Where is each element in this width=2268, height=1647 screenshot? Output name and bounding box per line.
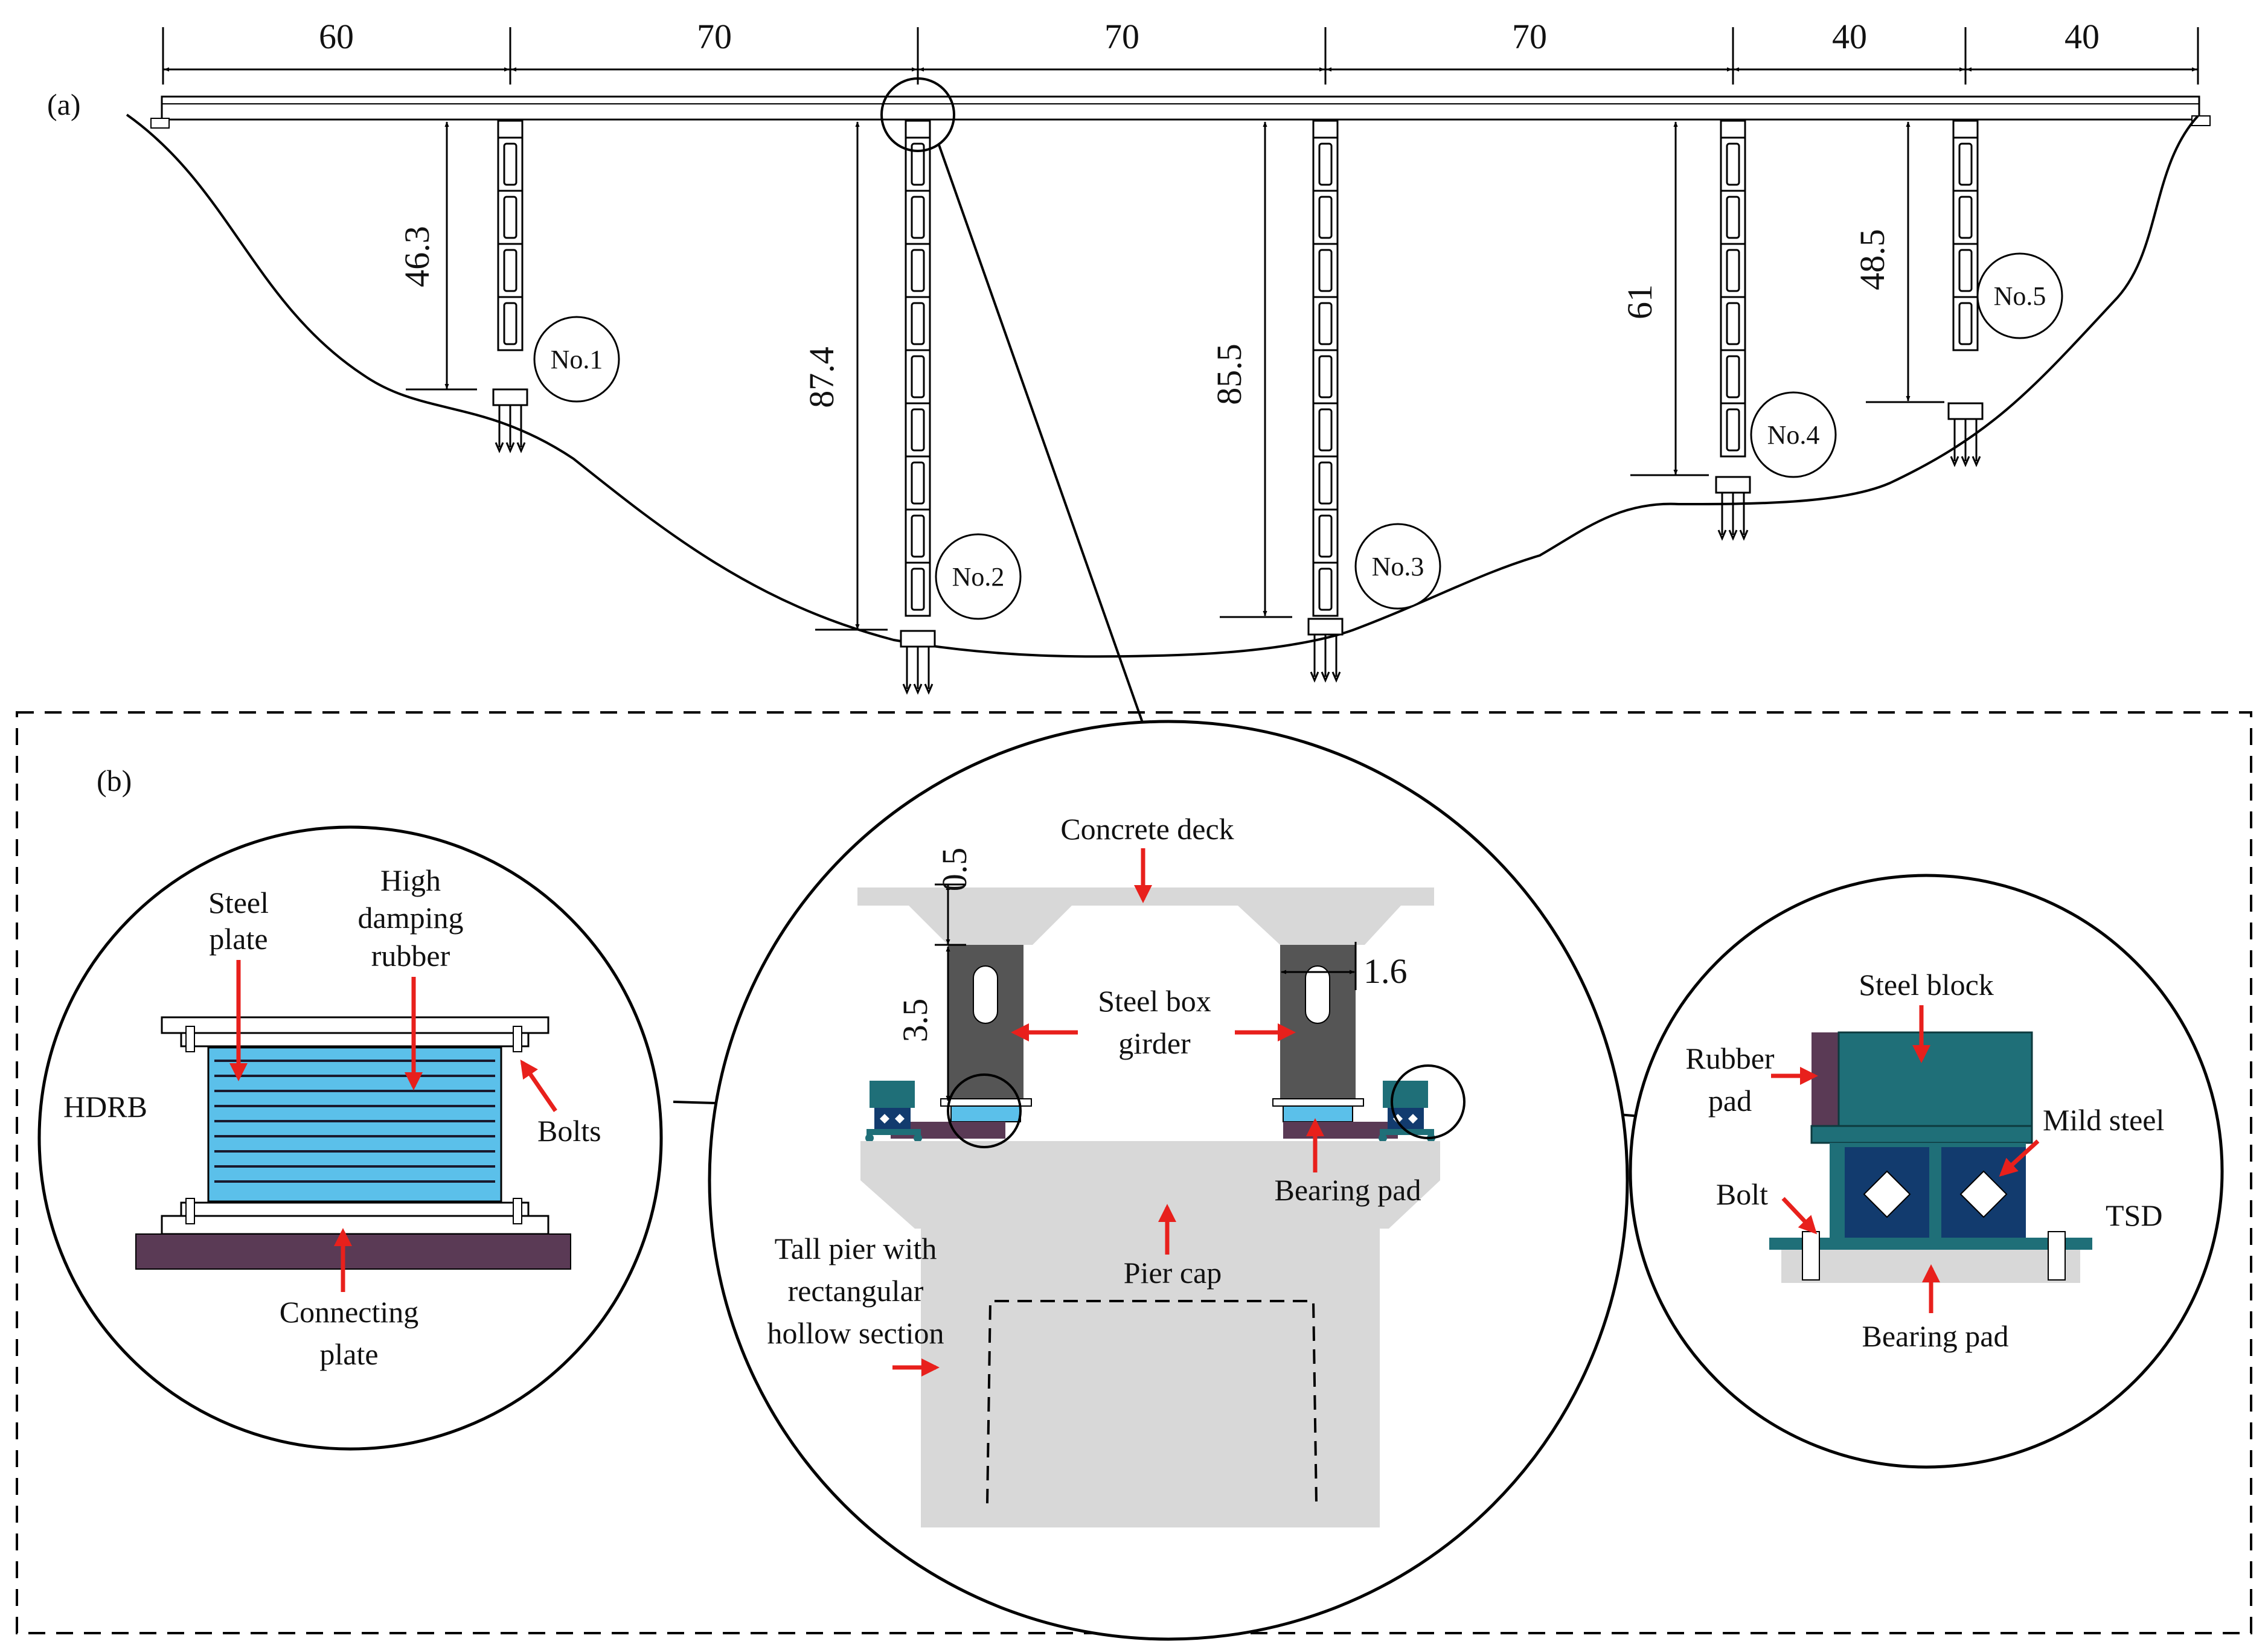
mild-steel-diamond-icon: [1863, 1170, 2008, 1218]
pier-4-height: 61: [1620, 284, 1659, 319]
span-dimensions: 60 70 70 70 40 40: [162, 17, 2199, 85]
tsd-title: TSD: [2106, 1198, 2162, 1232]
tall-pier-label-1: Tall pier with: [775, 1232, 937, 1265]
hdrb-title: HDRB: [63, 1090, 147, 1124]
steel-plate-label-2: plate: [209, 922, 267, 956]
rubber-pad-shape: [1812, 1032, 1839, 1132]
concrete-deck-label: Concrete deck: [1060, 812, 1234, 846]
bolt-icons: [185, 1026, 522, 1224]
section-red-arrows: [892, 848, 1324, 1377]
pier-no3: 85.5 No.3: [1209, 120, 1441, 682]
pier-3-label: No.3: [1372, 552, 1424, 581]
tall-pier-shape: [921, 1229, 1380, 1527]
steel-block-shape: [1837, 1031, 2033, 1127]
web-height: 3.5: [895, 999, 935, 1043]
base-plate: [135, 1233, 571, 1270]
pier-5-height: 48.5: [1853, 229, 1892, 290]
tsd-detail: Steel block Rubber pad Mild steel Bolt T…: [1629, 874, 2224, 1469]
connecting-plate-label-1: Connecting: [280, 1295, 419, 1329]
panel-b: (b): [16, 711, 2252, 1641]
rubber-label-3: rubber: [371, 939, 450, 973]
hdrb-red-arrows: [229, 960, 557, 1292]
pier-4-label: No.4: [1767, 420, 1820, 450]
pier-no4: 61 No.4: [1620, 120, 1837, 540]
pier-1-height: 46.3: [397, 226, 437, 287]
pier-3-height: 85.5: [1209, 344, 1249, 405]
pier-2-label: No.2: [952, 562, 1005, 592]
span-1-length: 60: [319, 17, 354, 56]
tall-pier-label-2: rectangular: [788, 1274, 924, 1308]
span-5-length: 40: [1832, 17, 1867, 56]
tsd-bolt-icons: [1802, 1231, 2066, 1281]
mild-steel-label: Mild steel: [2043, 1103, 2164, 1137]
bearing-pad-label: Bearing pad: [1275, 1173, 1421, 1207]
girder-label-1: Steel box: [1098, 984, 1211, 1018]
panel-a: (a) 60 70 70 70 40 40: [47, 17, 2211, 728]
connecting-plate-label-2: plate: [319, 1337, 378, 1371]
pier-5-label: No.5: [1994, 281, 2046, 311]
flange-thickness: 0.5: [935, 848, 974, 892]
rubber-pad-label-1: Rubber: [1685, 1041, 1775, 1075]
rubber-label-1: High: [380, 863, 441, 897]
bolt-label: Bolt: [1716, 1177, 1768, 1211]
steel-block-label: Steel block: [1859, 968, 1994, 1002]
span-2-length: 70: [697, 17, 732, 56]
girder-label-2: girder: [1118, 1026, 1191, 1060]
hdrb-detail: HDRB Steel plate High damping rubber Bol…: [37, 825, 663, 1451]
tsd-bearing-pad-label: Bearing pad: [1862, 1319, 2009, 1353]
panel-b-label: (b): [97, 764, 132, 798]
span-6-length: 40: [2065, 17, 2100, 56]
panel-b-frame: [16, 711, 2252, 1634]
bridge-deck: [150, 95, 2211, 129]
section-dimensions: 0.5 3.5 1.6: [895, 848, 1408, 1101]
rubber-label-2: damping: [358, 901, 464, 935]
high-damping-rubber-body: [207, 1046, 502, 1203]
tsd-mini-left: [865, 1081, 922, 1142]
callout-leader-line: [938, 144, 1145, 728]
pier-no2: 87.4 No.2: [802, 77, 1022, 694]
rubber-pad-label-2: pad: [1708, 1084, 1752, 1118]
detail-callout-circle: [880, 77, 955, 152]
pier-1-label: No.1: [551, 345, 603, 374]
tall-pier-label-3: hollow section: [767, 1316, 944, 1350]
panel-a-label: (a): [47, 88, 81, 121]
pier-section-detail: 0.5 3.5 1.6 Concrete deck Steel box gird…: [708, 720, 1629, 1641]
bolts-label: Bolts: [537, 1114, 601, 1148]
steel-plate-layers: [214, 1060, 495, 1183]
span-3-length: 70: [1104, 17, 1139, 56]
pier-cap-label: Pier cap: [1124, 1256, 1222, 1290]
ground-profile: [126, 114, 2199, 658]
span-4-length: 70: [1512, 17, 1547, 56]
pier-2-height: 87.4: [802, 347, 841, 408]
pier-hollow-outline: [986, 1300, 1318, 1504]
steel-plate-label-1: Steel: [208, 886, 269, 919]
pier-no5: 48.5 No.5: [1853, 120, 2063, 466]
pier-no1: 46.3 No.1: [397, 120, 620, 452]
pier-cap-shape: [860, 1141, 1440, 1229]
tsd-red-arrows: [1771, 1005, 2040, 1313]
girder-width: 1.6: [1363, 951, 1408, 991]
concrete-deck-shape: [857, 887, 1434, 945]
